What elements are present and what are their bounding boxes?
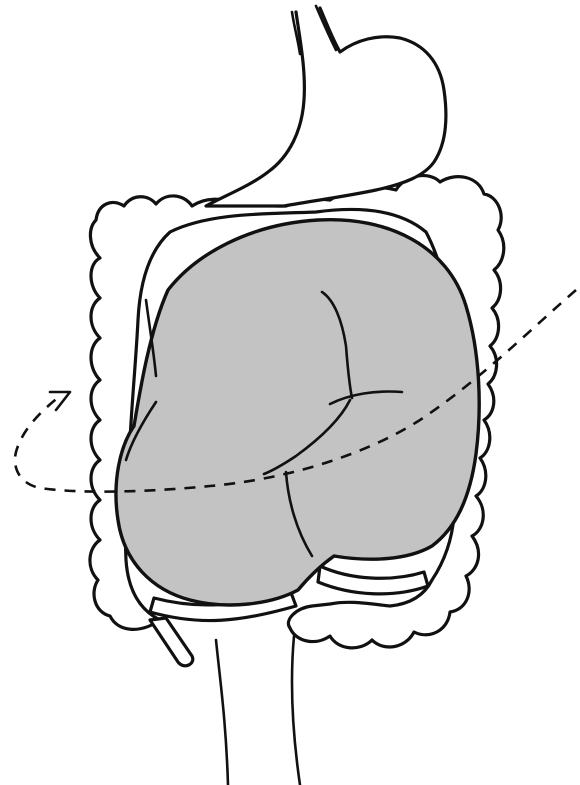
stomach-group	[206, 6, 446, 206]
small-bowel-root	[216, 636, 300, 785]
volvulus-body	[116, 220, 479, 605]
root-right-wall	[292, 636, 300, 785]
left-tail	[150, 618, 193, 666]
right-strip	[318, 566, 428, 594]
root-left-wall	[216, 640, 228, 785]
stomach	[206, 8, 446, 206]
volvulus-mass	[116, 220, 479, 605]
